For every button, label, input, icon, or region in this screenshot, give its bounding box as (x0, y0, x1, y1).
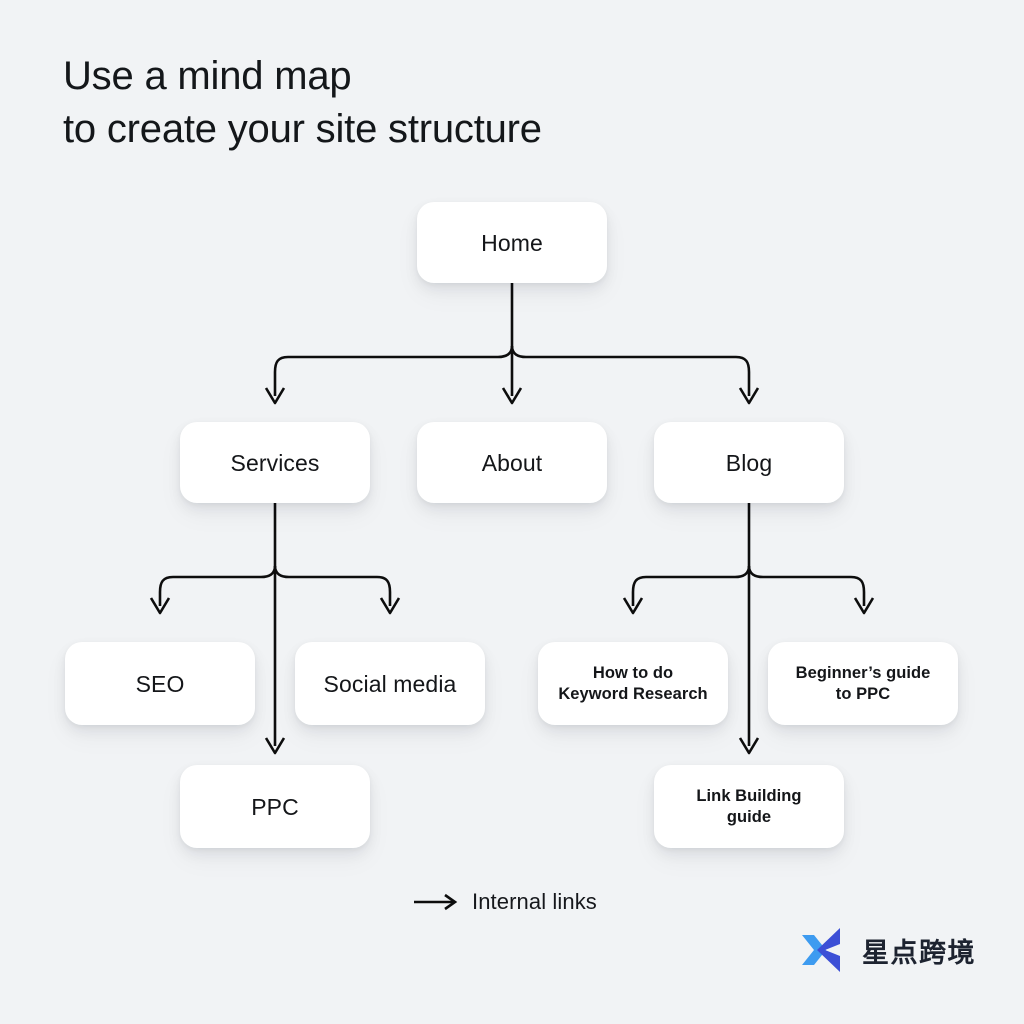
node-link-building-label-line1: Link Building (696, 786, 802, 805)
arrowhead-seo (149, 597, 171, 615)
arrowhead-link-building (738, 737, 760, 755)
node-about[interactable]: About (417, 422, 607, 503)
node-social-media[interactable]: Social media (295, 642, 485, 725)
arrowhead-social-media (379, 597, 401, 615)
legend: Internal links (413, 884, 597, 920)
node-home-label: Home (481, 229, 543, 256)
edge-home-to-blog (510, 345, 751, 396)
node-blog[interactable]: Blog (654, 422, 844, 503)
edge-services-to-social (273, 565, 392, 606)
node-keyword-research-label-line2: Keyword Research (558, 684, 708, 703)
node-beginners-guide-label-line1: Beginner’s guide (795, 663, 931, 682)
node-keyword-research-label-line1: How to do (592, 663, 674, 682)
page-title: Use a mind map to create your site struc… (63, 54, 542, 151)
node-beginners-guide-label-line2: to PPC (835, 684, 891, 703)
node-keyword-research[interactable]: How to do Keyword Research (538, 642, 728, 725)
node-home[interactable]: Home (417, 202, 607, 283)
arrowhead-ppc (264, 737, 286, 755)
node-ppc-label: PPC (251, 793, 299, 820)
node-seo-label: SEO (135, 670, 185, 697)
arrowhead-about (501, 387, 523, 405)
arrowhead-beginners-guide (853, 597, 875, 615)
arrowhead-services (264, 387, 286, 405)
brand-logo: 星点跨境 (800, 924, 976, 976)
node-link-building-guide[interactable]: Link Building guide (654, 765, 844, 848)
node-beginners-guide-ppc[interactable]: Beginner’s guide to PPC (768, 642, 958, 725)
x-chevron-logo-icon (802, 928, 840, 972)
node-ppc[interactable]: PPC (180, 765, 370, 848)
edge-services-to-seo (158, 565, 277, 606)
node-services[interactable]: Services (180, 422, 370, 503)
node-about-label: About (481, 449, 543, 476)
node-link-building-label-line2: guide (726, 807, 772, 826)
brand-logo-text: 星点跨境 (862, 937, 976, 969)
node-blog-label: Blog (725, 449, 773, 476)
node-seo[interactable]: SEO (65, 642, 255, 725)
arrowhead-keyword-research (622, 597, 644, 615)
node-social-media-label: Social media (323, 670, 457, 697)
edge-blog-to-keyword-research (631, 565, 751, 606)
legend-label: Internal links (472, 889, 597, 914)
arrow-right-icon (414, 893, 458, 911)
edge-home-to-services (273, 345, 514, 396)
node-services-label: Services (230, 449, 320, 476)
edge-blog-to-beginners-guide (747, 565, 866, 606)
arrowhead-blog (738, 387, 760, 405)
